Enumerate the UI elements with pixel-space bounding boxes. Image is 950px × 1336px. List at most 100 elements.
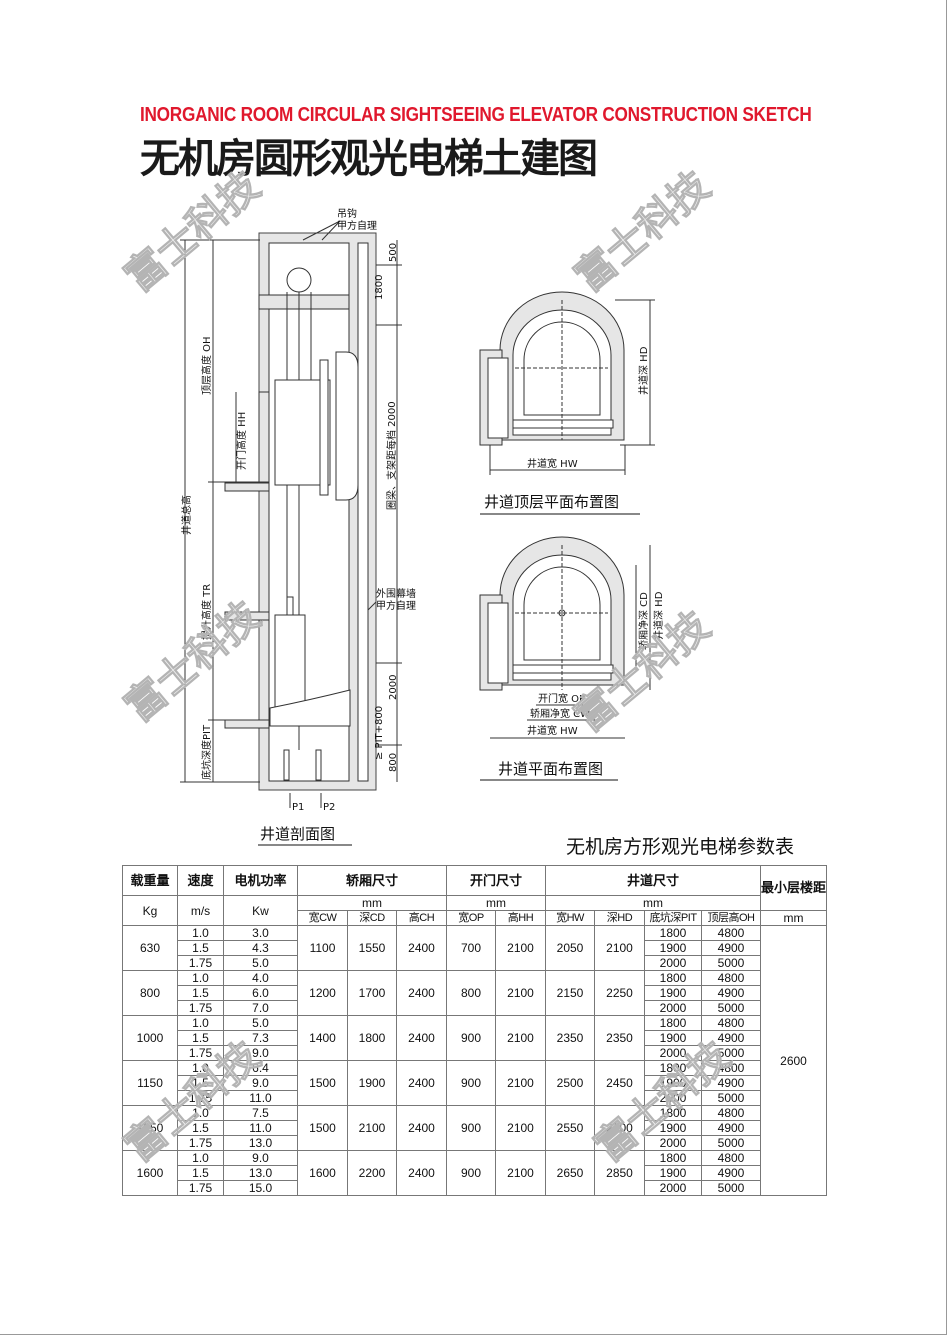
top-plan-caption: 井道顶层平面布置图 [484, 493, 619, 511]
door-height-cell: 2100 [495, 1015, 546, 1061]
pit-depth-cell: 1900 [644, 940, 702, 956]
car-depth-cell: 2200 [347, 1150, 397, 1196]
car-height-cell: 2400 [396, 1150, 447, 1196]
overhead-cell: 5000 [701, 1180, 761, 1196]
power-cell: 4.0 [223, 970, 298, 986]
p1-label: P1 [292, 802, 304, 813]
header-load: 载重量 [122, 865, 178, 896]
speed-cell: 1.0 [177, 1015, 224, 1031]
load-cell: 630 [122, 925, 178, 971]
parameter-table: 载重量 速度 电机功率 轿厢尺寸 开门尺寸 井道尺寸 最小层楼距 Kg m/s … [122, 865, 827, 1196]
power-cell: 3.0 [223, 925, 298, 941]
dim-pit-800: ≥ PIT+800 [374, 706, 385, 760]
pit-depth-cell: 1900 [644, 1120, 702, 1136]
plan-hd-label: 井道深 HD [652, 591, 665, 640]
shaft-depth-cell: 2250 [594, 970, 645, 1016]
power-cell: 6.4 [223, 1060, 298, 1076]
sub-hh: 高HH [495, 910, 546, 926]
shaft-depth-cell: 2700 [594, 1105, 645, 1151]
unit-mm: mm [545, 895, 761, 911]
car-height-cell: 2400 [396, 925, 447, 971]
table-title: 无机房方形观光电梯参数表 [566, 836, 795, 858]
curtain-wall-label: 外围幕墙 [376, 587, 416, 600]
car-depth-cell: 2100 [347, 1105, 397, 1151]
pit-depth-cell: 2000 [644, 1000, 702, 1016]
car-width-cell: 1500 [297, 1105, 348, 1151]
speed-cell: 1.0 [177, 925, 224, 941]
top-plan-hw-label: 井道宽 HW [527, 457, 578, 470]
car-width-cell: 1400 [297, 1015, 348, 1061]
power-cell: 13.0 [223, 1135, 298, 1151]
unit-ms: m/s [177, 895, 224, 926]
speed-cell: 1.75 [177, 955, 224, 971]
shaft-width-cell: 2650 [545, 1150, 595, 1196]
oh-label: 顶层高度 OH [200, 336, 213, 395]
pit-depth-cell: 2000 [644, 1180, 702, 1196]
overhead-cell: 4800 [701, 1105, 761, 1121]
header-shaft-size: 井道尺寸 [545, 865, 761, 896]
sub-ch: 高CH [396, 910, 447, 926]
power-cell: 9.0 [223, 1150, 298, 1166]
power-cell: 7.5 [223, 1105, 298, 1121]
shaft-width-cell: 2550 [545, 1105, 595, 1151]
unit-mm: mm [297, 895, 447, 911]
pit-depth-cell: 1800 [644, 925, 702, 941]
hh-label: 开门高度 HH [235, 412, 248, 470]
car-depth-cell: 1550 [347, 925, 397, 971]
power-cell: 11.0 [223, 1090, 298, 1106]
load-cell: 1000 [122, 1015, 178, 1061]
unit-mm: mm [760, 910, 827, 926]
load-cell: 1600 [122, 1150, 178, 1196]
top-plan-hd-label: 井道深 HD [637, 346, 650, 395]
power-cell: 6.0 [223, 985, 298, 1001]
pit-depth-cell: 2000 [644, 1135, 702, 1151]
door-width-cell: 700 [446, 925, 496, 971]
speed-cell: 1.75 [177, 1000, 224, 1016]
car-width-cell: 1500 [297, 1060, 348, 1106]
door-width-cell: 800 [446, 970, 496, 1016]
pit-depth-cell: 1900 [644, 1030, 702, 1046]
speed-cell: 1.5 [177, 1120, 224, 1136]
tr-label: 提升高度 TR [200, 584, 213, 640]
pit-depth-cell: 1800 [644, 1015, 702, 1031]
speed-cell: 1.75 [177, 1135, 224, 1151]
power-cell: 15.0 [223, 1180, 298, 1196]
car-width-cell: 1200 [297, 970, 348, 1016]
pit-depth-cell: 1800 [644, 970, 702, 986]
power-cell: 13.0 [223, 1165, 298, 1181]
dim-500: 500 [388, 243, 399, 262]
sub-cd: 深CD [347, 910, 397, 926]
pit-depth-cell: 1800 [644, 1150, 702, 1166]
car-depth-cell: 1900 [347, 1060, 397, 1106]
door-height-cell: 2100 [495, 1060, 546, 1106]
overhead-cell: 4900 [701, 940, 761, 956]
speed-cell: 1.5 [177, 940, 224, 956]
plan-caption: 井道平面布置图 [498, 760, 603, 778]
shaft-width-cell: 2500 [545, 1060, 595, 1106]
dim-800: 800 [388, 753, 399, 772]
hook-note: 甲方自理 [337, 219, 377, 232]
speed-cell: 1.0 [177, 1060, 224, 1076]
drawings: 吊钩 甲方自理 顶层高度 OH 开门高度 HH 井道总高 提升高度 TR 底坑深… [180, 208, 665, 846]
power-cell: 4.3 [223, 940, 298, 956]
header-speed: 速度 [177, 865, 224, 896]
overhead-cell: 5000 [701, 1000, 761, 1016]
power-cell: 5.0 [223, 1015, 298, 1031]
car-height-cell: 2400 [396, 970, 447, 1016]
pit-depth-cell: 2000 [644, 955, 702, 971]
overhead-cell: 5000 [701, 1045, 761, 1061]
overhead-cell: 4900 [701, 985, 761, 1001]
overhead-cell: 4800 [701, 1150, 761, 1166]
overhead-cell: 4900 [701, 1075, 761, 1091]
speed-cell: 1.5 [177, 1165, 224, 1181]
